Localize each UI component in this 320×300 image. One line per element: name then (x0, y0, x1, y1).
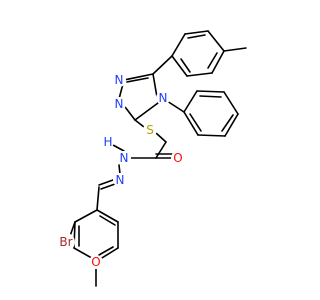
atom-n-triazole-4-label: N (159, 91, 168, 105)
bond-line (211, 50, 225, 74)
bond-line (221, 114, 234, 132)
atom-o-methoxy-label: O (91, 255, 100, 269)
bond-line (123, 73, 154, 81)
atom-o-carbonyl-label: O (173, 151, 182, 165)
bond-line (134, 102, 159, 121)
atom-n-triazole-1: N (112, 73, 126, 87)
bond-line (171, 55, 188, 77)
bond-line (155, 132, 167, 143)
bond-line (196, 90, 225, 93)
bond-line (199, 95, 222, 98)
bond-line (187, 34, 206, 39)
bond-line (224, 113, 239, 137)
atom-s-thioether: S (143, 123, 157, 137)
atom-n-triazole-2-label: N (115, 97, 124, 111)
bond-line (183, 90, 198, 113)
atom-labels: N N N S O H N N (57, 73, 185, 269)
atom-s-thioether-label: S (146, 123, 154, 137)
bond-line (207, 52, 218, 69)
bond-line (180, 58, 191, 73)
bond-line (98, 179, 114, 186)
bond-line (99, 215, 116, 226)
bond-lines (69, 30, 247, 287)
atom-br: Br (57, 233, 75, 251)
bond-line (126, 77, 149, 83)
bond-line (96, 186, 100, 211)
atom-n-triazole-4: N (156, 91, 170, 105)
bond-line (166, 100, 185, 113)
bond-line (118, 164, 121, 175)
atom-n-imine: N (113, 173, 127, 187)
bond-line (207, 30, 225, 52)
bond-line (223, 47, 247, 52)
bond-line (189, 113, 202, 132)
bond-line (98, 246, 114, 256)
bond-line (96, 209, 119, 223)
molecule-structure-diagram: N N N S O H N N (57, 30, 247, 287)
bond-line (100, 183, 116, 190)
atom-n-triazole-2: N (112, 97, 126, 111)
atom-h-amide-label: H (103, 135, 112, 149)
bond-line (74, 209, 98, 223)
bond-line (186, 72, 213, 77)
atom-n-amide-label: N (120, 151, 129, 165)
bond-line (171, 33, 186, 57)
atom-o-methoxy: O (89, 255, 103, 269)
atom-n-imine-label: N (116, 173, 125, 187)
bond-line (134, 119, 145, 128)
bond-line (223, 91, 239, 115)
bond-line (155, 141, 167, 159)
bond-line (197, 134, 226, 137)
atom-o-carbonyl: O (171, 151, 185, 165)
bond-line (112, 144, 125, 152)
bond-line (152, 55, 173, 75)
bond-line (184, 30, 209, 35)
atom-n-amide: N (117, 151, 131, 165)
bond-line (69, 221, 76, 237)
atom-h-amide: H (102, 135, 114, 149)
atom-br-label: Br (59, 235, 72, 249)
bond-line (183, 111, 199, 136)
atom-n-triazole-1-label: N (115, 73, 124, 87)
